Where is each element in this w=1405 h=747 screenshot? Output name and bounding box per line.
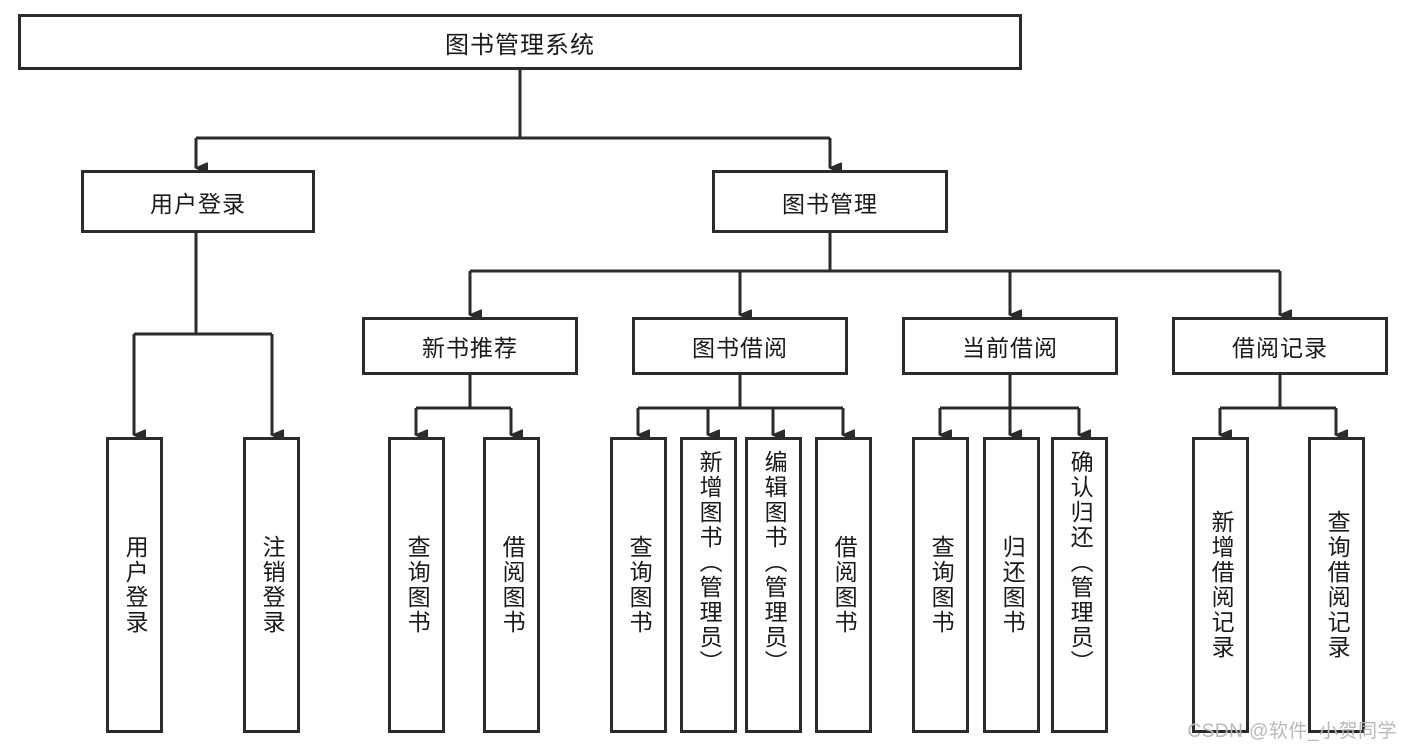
leaf-user-login[interactable]: 用户登录 <box>106 437 163 733</box>
leaf-query-book-borrow[interactable]: 查询图书 <box>610 437 667 733</box>
node-new-book-recommend[interactable]: 新书推荐 <box>362 317 578 375</box>
leaf-label: 注销登录 <box>259 535 286 635</box>
node-borrow-records[interactable]: 借阅记录 <box>1172 317 1388 375</box>
leaf-return-book[interactable]: 归还图书 <box>983 437 1040 733</box>
leaf-logout[interactable]: 注销登录 <box>243 437 300 733</box>
node-root-system[interactable]: 图书管理系统 <box>18 14 1022 70</box>
leaf-query-book-recommend[interactable]: 查询图书 <box>388 437 445 733</box>
watermark: CSDN @软件_小贺同学 <box>1187 721 1397 742</box>
leaf-query-borrow-record[interactable]: 查询借阅记录 <box>1308 437 1365 733</box>
leaf-confirm-return-admin[interactable]: 确认归还（管理员） <box>1051 437 1108 733</box>
leaf-label: 确认归还（管理员） <box>1067 450 1094 675</box>
leaf-label: 查询借阅记录 <box>1324 510 1351 660</box>
node-label: 当前借阅 <box>962 335 1058 361</box>
leaf-label: 查询图书 <box>404 535 431 635</box>
leaf-label: 新增图书（管理员） <box>696 450 723 675</box>
leaf-label: 归还图书 <box>999 535 1026 635</box>
node-label: 借阅记录 <box>1232 335 1328 361</box>
leaf-label: 查询图书 <box>626 535 653 635</box>
node-label: 图书管理 <box>782 190 878 217</box>
leaf-borrow-book[interactable]: 借阅图书 <box>815 437 872 733</box>
node-label: 图书管理系统 <box>445 31 595 59</box>
node-label: 新书推荐 <box>422 335 518 361</box>
node-label: 用户登录 <box>150 190 246 217</box>
leaf-label: 借阅图书 <box>499 535 526 635</box>
leaf-label: 借阅图书 <box>831 535 858 635</box>
leaf-query-book-current[interactable]: 查询图书 <box>912 437 969 733</box>
node-book-management[interactable]: 图书管理 <box>712 170 948 233</box>
leaf-label: 编辑图书（管理员） <box>761 450 788 675</box>
leaf-add-book-admin[interactable]: 新增图书（管理员） <box>680 437 737 733</box>
leaf-label: 查询图书 <box>928 535 955 635</box>
leaf-label: 新增借阅记录 <box>1208 510 1235 660</box>
node-current-borrow[interactable]: 当前借阅 <box>902 317 1118 375</box>
leaf-edit-book-admin[interactable]: 编辑图书（管理员） <box>745 437 802 733</box>
node-user-login[interactable]: 用户登录 <box>81 170 315 233</box>
leaf-label: 用户登录 <box>122 535 149 635</box>
node-book-borrow[interactable]: 图书借阅 <box>632 317 848 375</box>
leaf-add-borrow-record[interactable]: 新增借阅记录 <box>1192 437 1249 733</box>
node-label: 图书借阅 <box>692 335 788 361</box>
leaf-borrow-book-recommend[interactable]: 借阅图书 <box>483 437 540 733</box>
